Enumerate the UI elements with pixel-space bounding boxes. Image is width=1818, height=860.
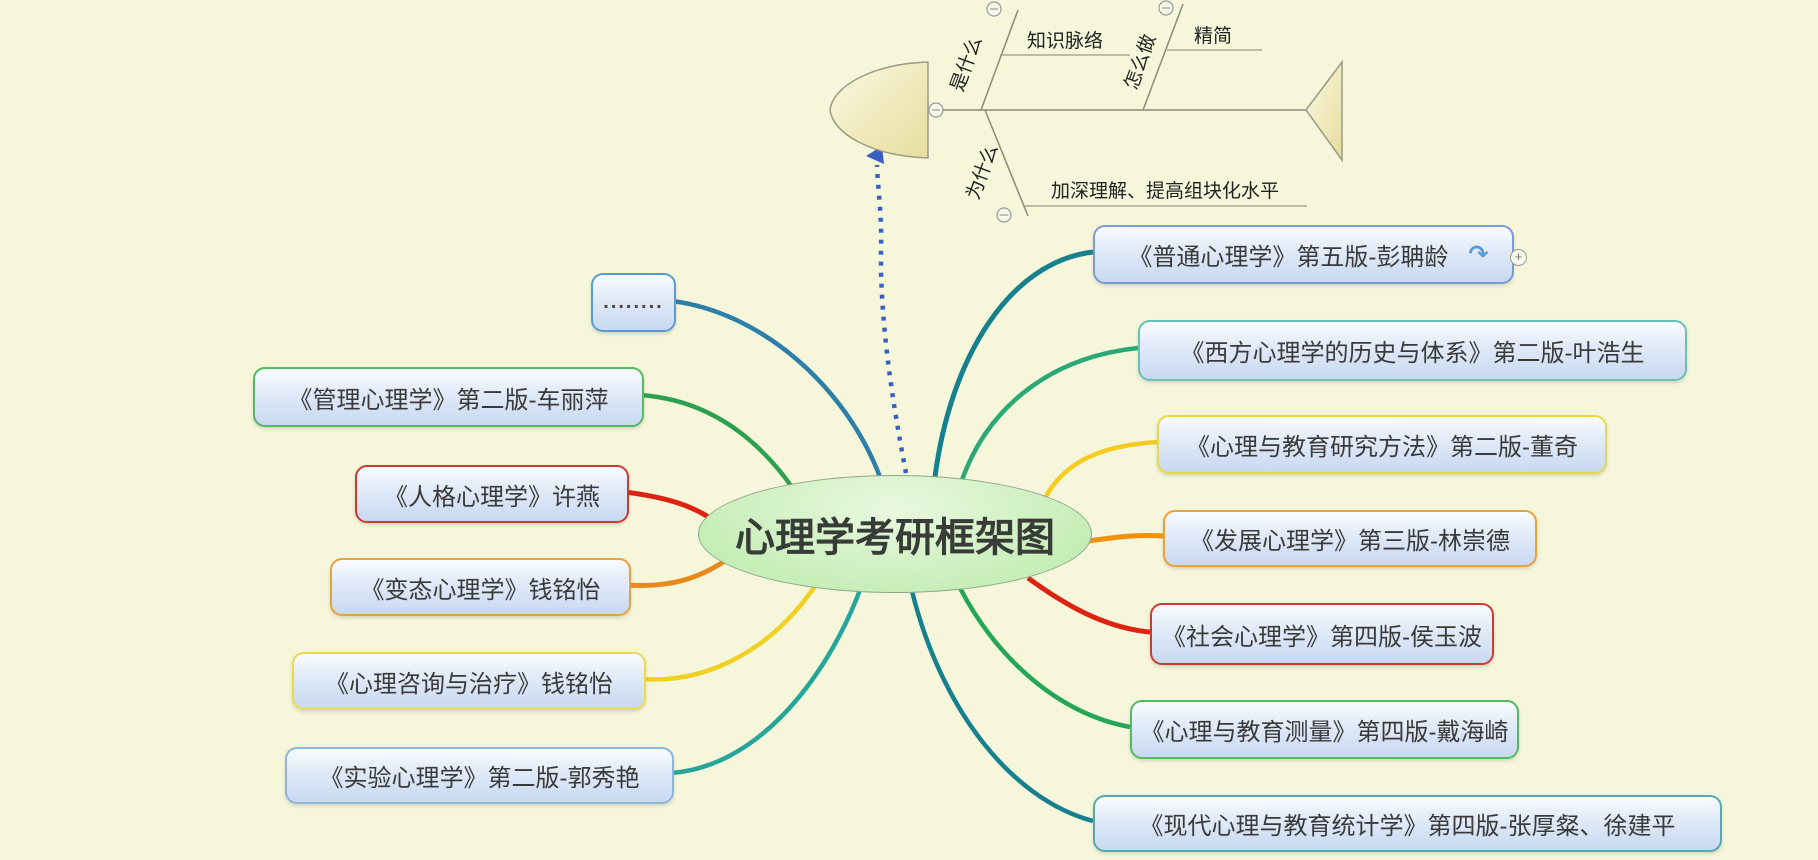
central-topic[interactable]: 心理学考研框架图 — [698, 475, 1092, 593]
central-topic-label: 心理学考研框架图 — [735, 516, 1055, 560]
branch-line-biantai — [626, 557, 728, 588]
branch-line-tongji — [909, 590, 1094, 824]
branch-line-yanjiufangfa — [1043, 439, 1158, 500]
node-management-psychology[interactable]: 《管理心理学》第二版-车丽萍 — [253, 367, 644, 427]
branch-line-zixun — [641, 584, 817, 682]
node-western-psychology-history[interactable]: 《西方心理学的历史与体系》第二版-叶浩生 — [1138, 320, 1687, 381]
node-label: 《变态心理学》钱铭怡 — [360, 576, 601, 604]
fishbone-label-how[interactable]: 怎么做 — [1120, 31, 1160, 92]
branch-line-xifang — [959, 345, 1139, 481]
fishbone-item-knowledge[interactable]: 知识脉络 — [1027, 30, 1103, 52]
branch-line-renge — [624, 489, 712, 521]
node-social-psychology[interactable]: 《社会心理学》第四版-侯玉波 — [1150, 603, 1494, 665]
node-label: 《现代心理与教育统计学》第四版-张厚粲、徐建平 — [1139, 813, 1676, 840]
node-label: 《西方心理学的历史与体系》第二版-叶浩生 — [1180, 340, 1645, 367]
fishbone-tail — [1305, 59, 1343, 163]
collapse-icon[interactable] — [928, 102, 944, 118]
bone-how — [1142, 3, 1184, 111]
node-label: 《人格心理学》许燕 — [384, 483, 600, 511]
branch-line-shehui — [1026, 575, 1151, 635]
branch-line-celiang — [958, 586, 1131, 730]
node-personality-psychology[interactable]: 《人格心理学》许燕 — [355, 465, 629, 523]
node-psych-education-measurement[interactable]: 《心理与教育测量》第四版-戴海崎 — [1130, 700, 1519, 759]
bone-what — [980, 9, 1019, 111]
node-label: 《心理与教育研究方法》第二版-董奇 — [1186, 434, 1578, 461]
collapse-icon[interactable] — [996, 207, 1012, 223]
node-more[interactable]: ........ — [591, 273, 676, 332]
fishbone-item-simplify[interactable]: 精简 — [1194, 25, 1232, 47]
node-research-methods[interactable]: 《心理与教育研究方法》第二版-董奇 — [1157, 415, 1607, 474]
collapse-icon[interactable] — [986, 1, 1002, 17]
branch-line-fazhan — [1087, 532, 1164, 544]
node-modern-statistics[interactable]: 《现代心理与教育统计学》第四版-张厚粲、徐建平 — [1093, 795, 1722, 852]
node-experimental-psychology[interactable]: 《实验心理学》第二版-郭秀艳 — [285, 747, 674, 804]
node-label: 《社会心理学》第四版-侯玉波 — [1162, 623, 1482, 651]
node-label: 《普通心理学》第五版-彭聃龄 — [1128, 244, 1449, 271]
bone-why — [984, 109, 1029, 217]
node-label: 《发展心理学》第三版-林崇德 — [1190, 528, 1510, 555]
refresh-icon[interactable]: ↷ — [1468, 240, 1489, 268]
expand-icon[interactable]: + — [1510, 249, 1527, 266]
branch-line-dots — [671, 298, 883, 478]
node-label: 《实验心理学》第二版-郭秀艳 — [319, 765, 640, 792]
collapse-icon[interactable] — [1158, 0, 1174, 16]
fishbone-item-understand[interactable]: 加深理解、提高组块化水平 — [1051, 180, 1279, 202]
node-label: ........ — [603, 291, 664, 313]
fishbone-label-what[interactable]: 是什么 — [946, 33, 986, 94]
fishbone-label-why[interactable]: 为什么 — [962, 141, 1002, 202]
node-label: 《管理心理学》第二版-车丽萍 — [288, 386, 609, 414]
node-label: 《心理与教育测量》第四版-戴海崎 — [1140, 719, 1509, 746]
fishbone-head[interactable] — [829, 61, 929, 159]
branch-line-guanli — [639, 392, 794, 489]
node-label: 《心理咨询与治疗》钱铭怡 — [325, 670, 613, 698]
node-abnormal-psychology[interactable]: 《变态心理学》钱铭怡 — [330, 558, 631, 616]
node-counseling-therapy[interactable]: 《心理咨询与治疗》钱铭怡 — [292, 652, 646, 710]
branch-line-putong — [932, 249, 1094, 478]
branch-line-shiyan — [669, 589, 863, 776]
node-general-psychology[interactable]: 《普通心理学》第五版-彭聃龄 ↷ — [1093, 225, 1514, 284]
node-developmental-psychology[interactable]: 《发展心理学》第三版-林崇德 — [1163, 510, 1537, 567]
dotted-relation-line — [874, 164, 909, 474]
